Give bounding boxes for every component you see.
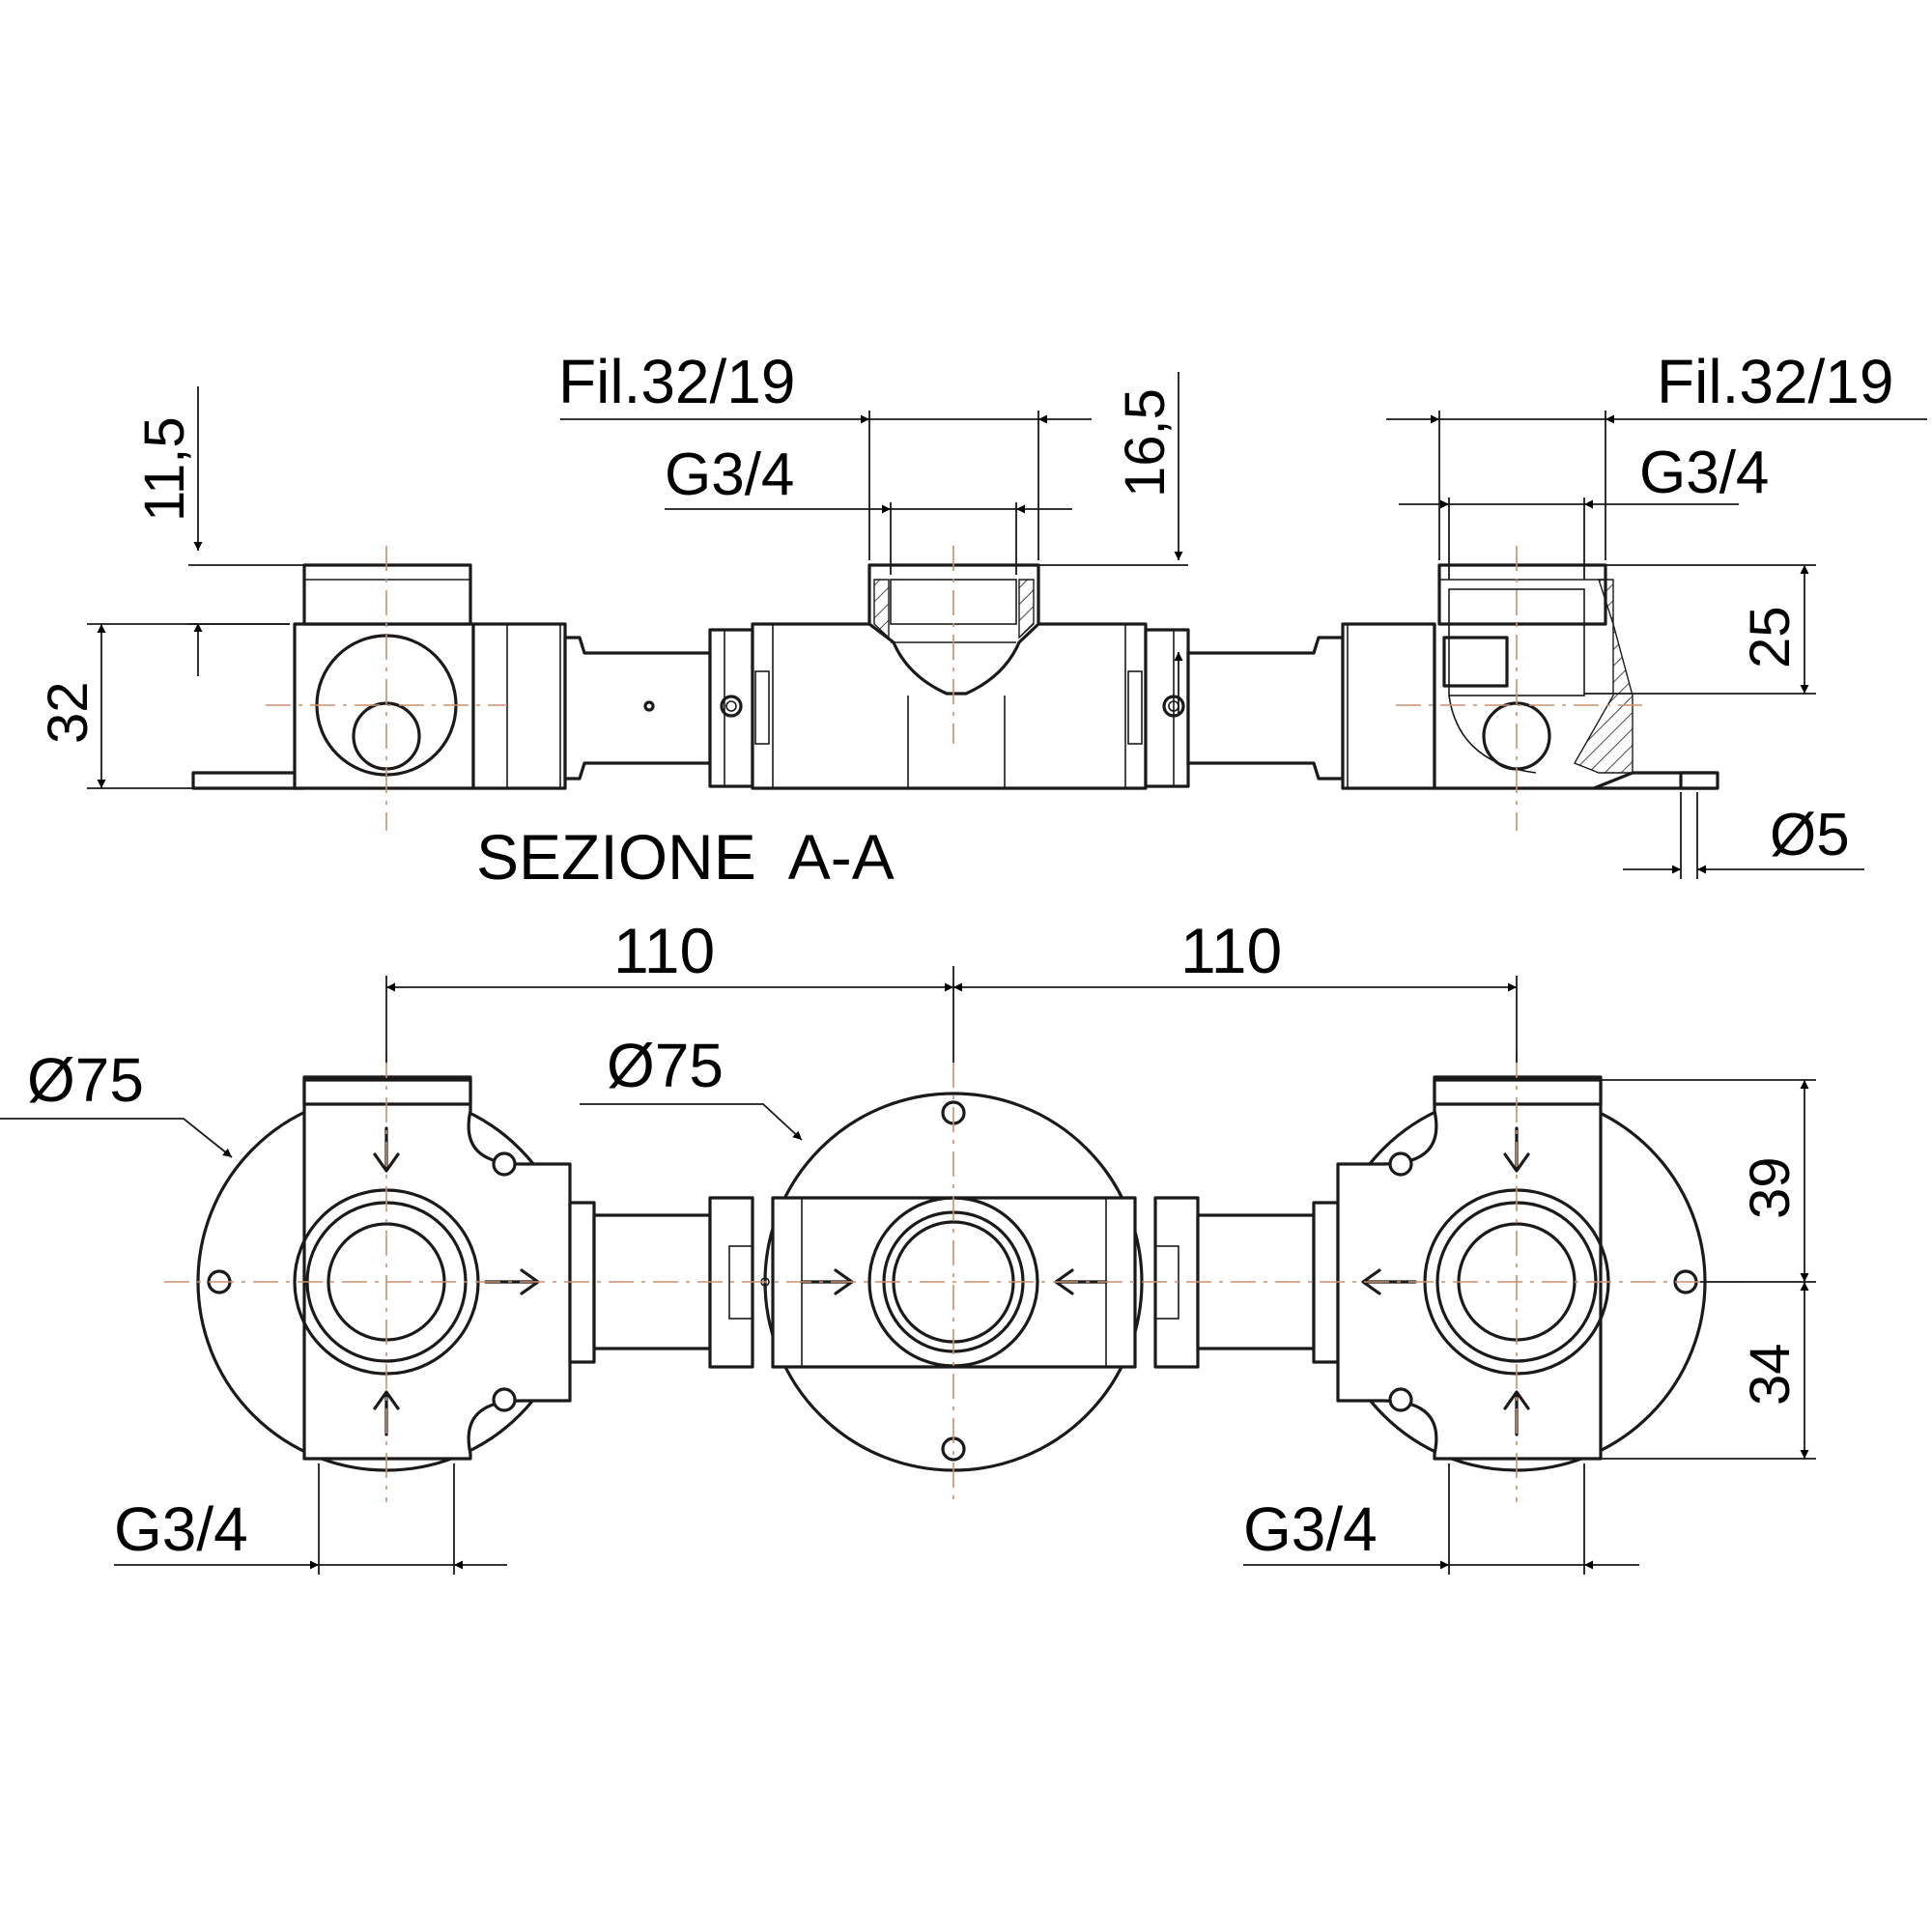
dim-110-left: 110 [613,915,715,986]
right-cap [1437,563,1607,626]
center-plate-dia: Ø75 [607,1031,724,1100]
left-ring [708,628,754,788]
right-pipe-bottom-label: G3/4 [1243,1494,1378,1564]
dim-25: 25 [1739,606,1802,668]
dim-16-5: 16,5 [1114,388,1177,497]
left-flange [191,771,306,790]
left-coupling [471,622,567,790]
section-view: 11,5 32 Fil.32/19 G3/4 16,5 Fil.32/19 [37,347,1927,893]
right-pipe [1186,636,1345,781]
dim-39: 39 [1739,1156,1802,1219]
flange-hole [1679,771,1719,790]
left-plan-body [302,1075,572,1461]
mid-pipe-label: G3/4 [665,441,794,508]
right-coupling [1341,622,1436,790]
left-plate-dia: Ø75 [27,1045,144,1115]
right-plan-body [1336,1075,1603,1461]
left-body [293,622,475,790]
dim-34: 34 [1739,1343,1802,1406]
left-pipe [563,636,712,781]
dim-32: 32 [37,681,99,744]
mid-thread-label: Fil.32/19 [558,347,795,416]
right-insert [1442,636,1509,688]
dim-110-right: 110 [1180,915,1282,986]
plan-view: 110 110 Ø75 Ø75 39 34 G3/4 G3/4 [0,915,1816,1575]
right-thread-label: Fil.32/19 [1657,347,1893,416]
left-pipe-bottom-label: G3/4 [114,1494,248,1564]
section-title: SEZIONE A-A [476,821,895,893]
dim-11-5: 11,5 [133,416,196,522]
left-cap [302,563,472,626]
central-port [867,563,1040,696]
dim-hole: Ø5 [1770,802,1850,868]
right-pipe-label: G3/4 [1639,440,1769,506]
